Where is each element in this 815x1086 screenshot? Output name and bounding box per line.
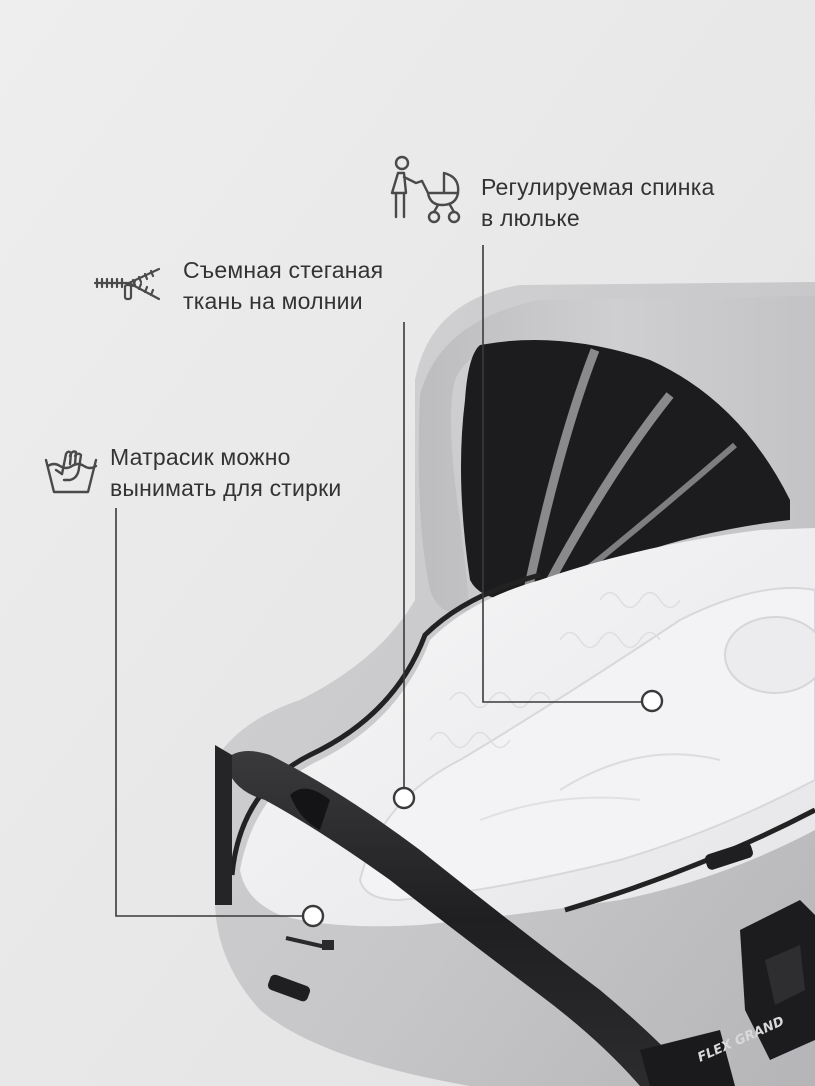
callout-dot-backrest (640, 689, 664, 713)
feature-backrest-line-1: Регулируемая спинка (481, 174, 715, 200)
hood (418, 296, 815, 613)
feature-zip-line-2: ткань на молнии (183, 288, 363, 314)
callout-line-backrest (482, 245, 652, 703)
feature-wash-line-2: вынимать для стирки (110, 475, 342, 501)
callout-dot-zip (392, 786, 416, 810)
carry-handle (225, 751, 700, 1086)
feature-wash-line-1: Матрасик можно (110, 444, 291, 470)
feature-backrest-line-2: в люльке (481, 205, 580, 231)
feature-zip-line-1: Съемная стеганая (183, 257, 384, 283)
callout-line-wash (115, 508, 313, 917)
feature-zip-text: Съемная стеганая ткань на молнии (183, 255, 383, 317)
stroller-parent-icon (390, 155, 461, 224)
zipper-icon (93, 267, 161, 301)
feature-wash-text: Матрасик можно вынимать для стирки (110, 442, 341, 504)
callout-dot-wash (301, 904, 325, 928)
feature-backrest-text: Регулируемая спинка в люльке (481, 172, 714, 234)
hand-wash-icon (44, 450, 98, 494)
